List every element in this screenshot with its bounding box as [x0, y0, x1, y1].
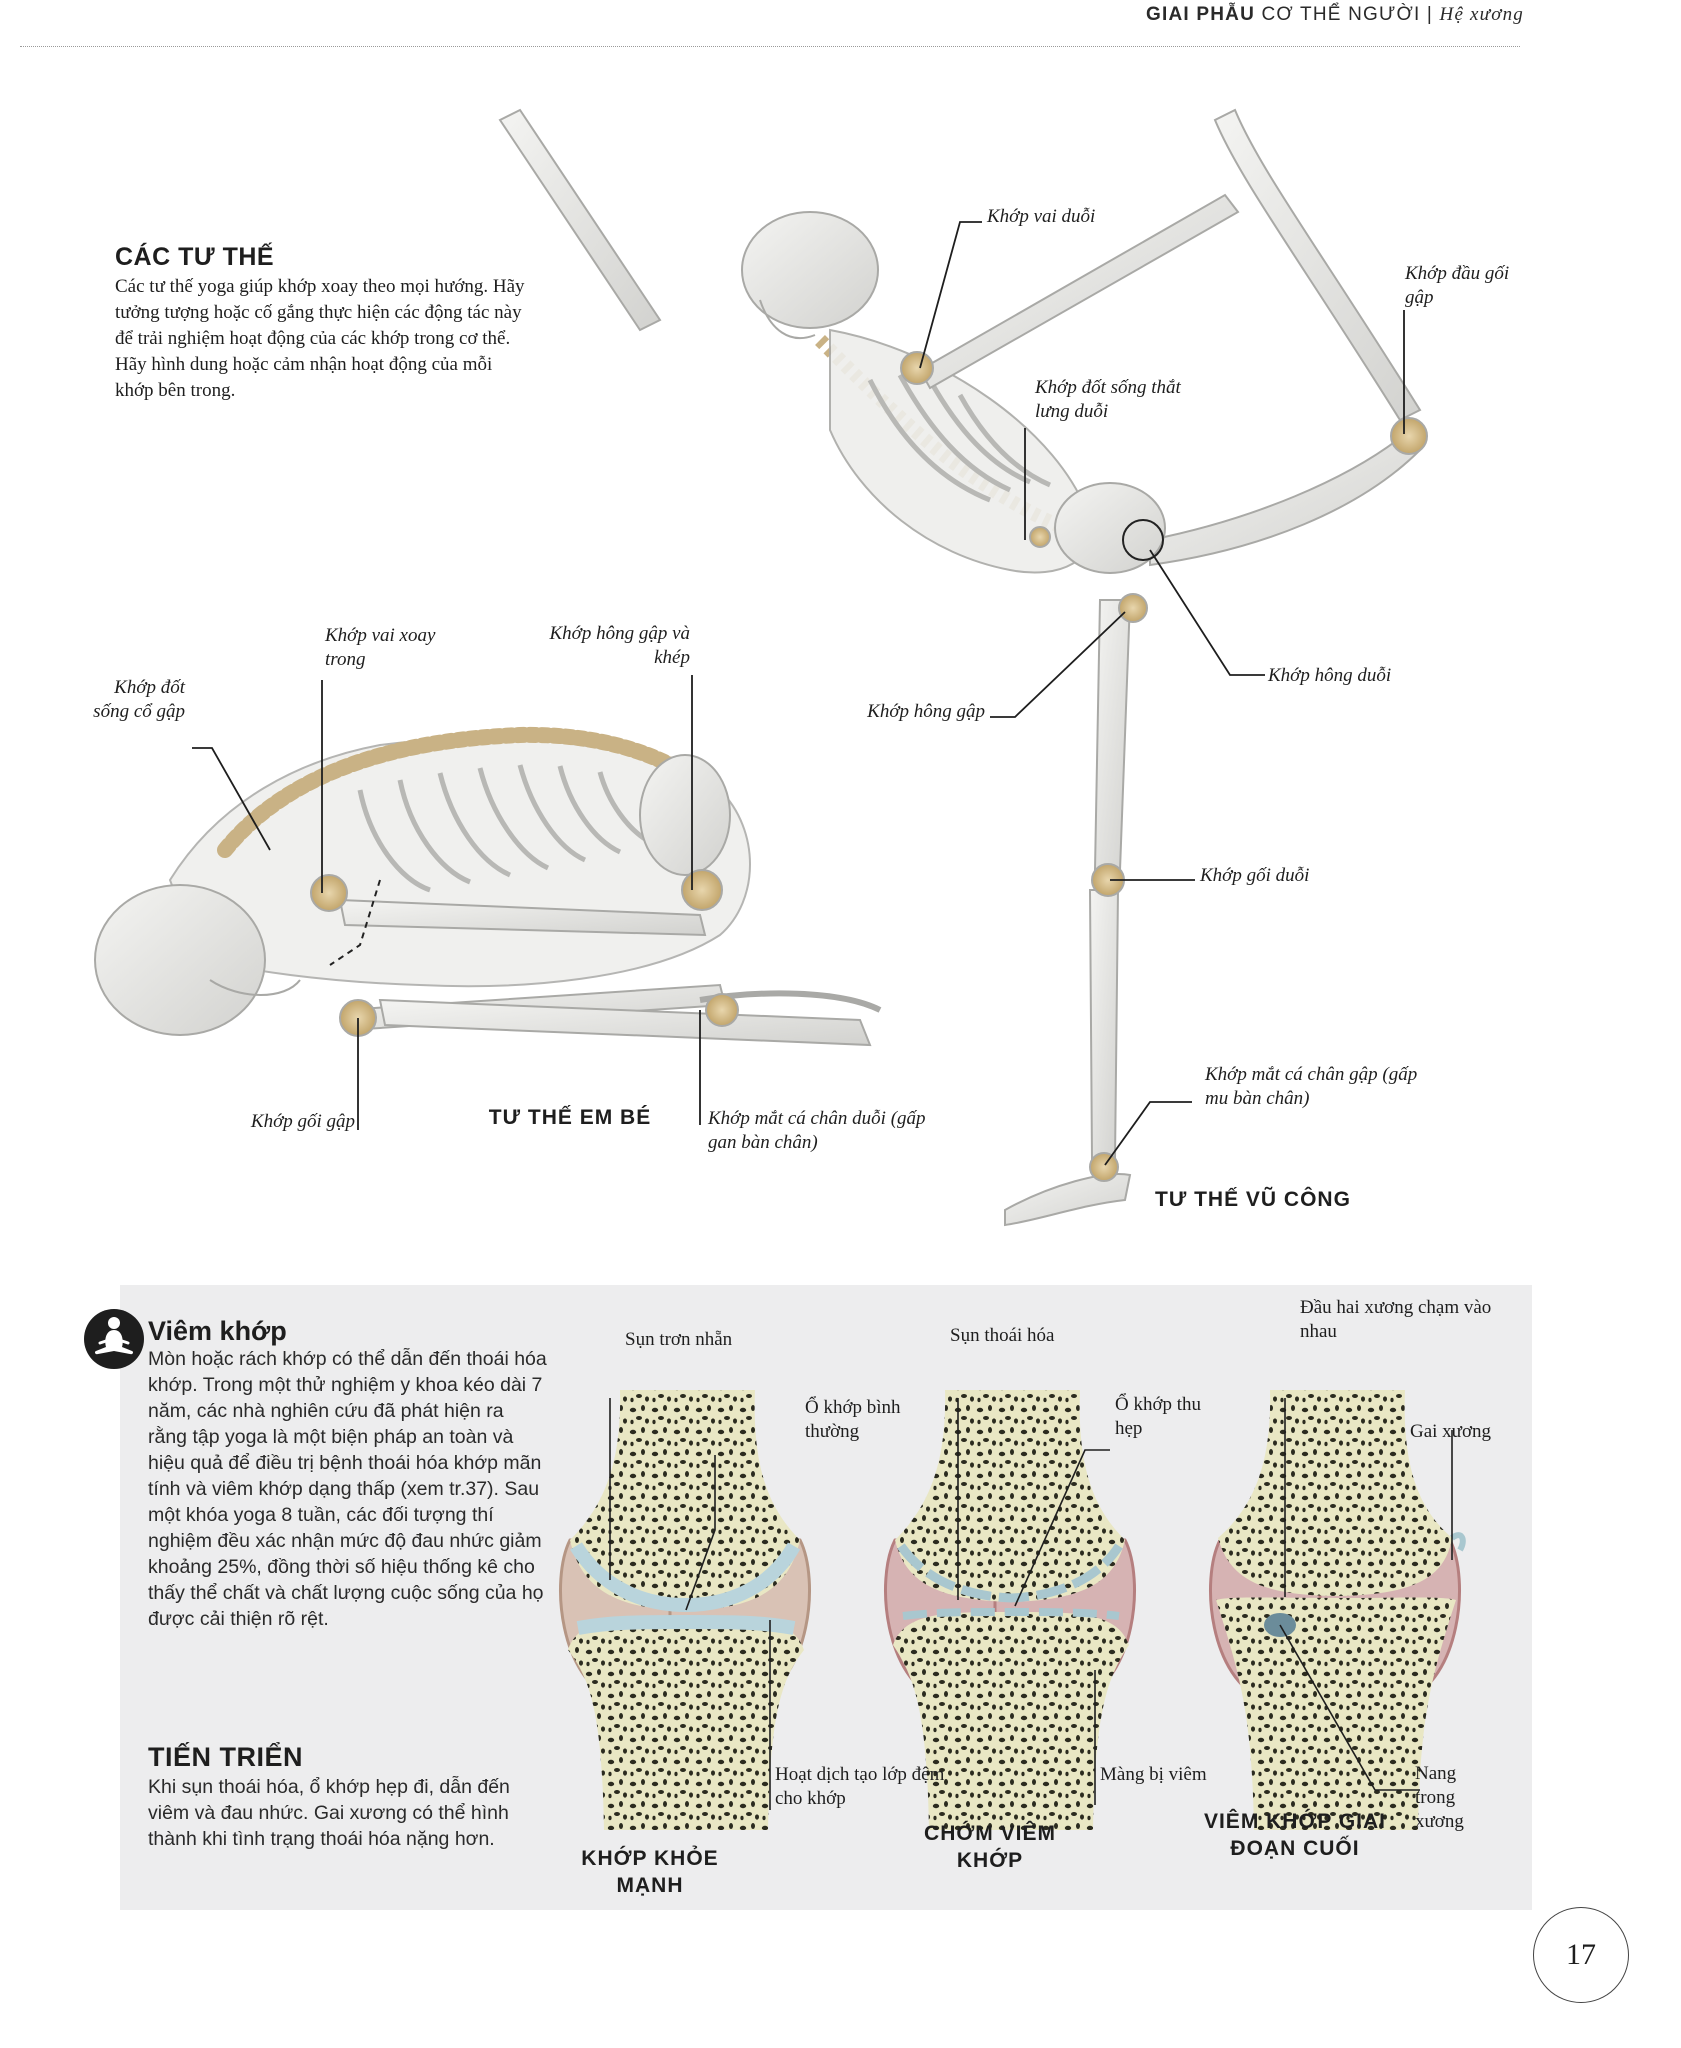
header-book-subtitle: CƠ THỂ NGƯỜI — [1261, 4, 1421, 25]
label-knee-flexion: Khớp gối gập — [250, 1111, 355, 1132]
label-lumbar-extension: Khớp đốt sống thắt lưng duỗi — [1035, 377, 1181, 422]
postures-body: Các tư thế yoga giúp khớp xoay theo mọi … — [115, 276, 525, 401]
label-shoulder-internal-rotation: Khớp vai xoay trong — [325, 625, 436, 670]
postures-title: CÁC TƯ THẾ — [115, 243, 275, 271]
label-knee-extension: Khớp gối duỗi — [1200, 865, 1310, 886]
label-ankle-plantarflexion: Khớp mắt cá chân duỗi (gấp gan bàn chân) — [708, 1108, 926, 1153]
label-degenerated-cartilage: Sụn thoái hóa — [950, 1325, 1055, 1346]
label-synovial-fluid: Hoạt dịch tạo lớp đệm cho khớp — [775, 1764, 945, 1809]
label-hip-flexion-adduction: Khớp hông gập và khép — [549, 623, 691, 668]
label-ankle-dorsiflexion: Khớp mắt cá chân gập (gấp mu bàn chân) — [1205, 1064, 1418, 1109]
caption-early-arthritis: CHỚM VIÊM KHỚP — [924, 1822, 1056, 1872]
dancer-pose-skeleton — [498, 108, 1428, 1227]
page-number: 17 — [1533, 1907, 1629, 2003]
label-inflamed-membrane: Màng bị viêm — [1100, 1764, 1207, 1785]
progression-body: Khi sụn thoái hóa, ổ khớp hẹp đi, dẫn đế… — [148, 1776, 510, 1850]
arthritis-title: Viêm khớp — [148, 1316, 287, 1346]
postures-intro: CÁC TƯ THẾ Các tư thế yoga giúp khớp xoa… — [115, 243, 525, 404]
label-knee-flexion-lifted: Khớp đầu gối gập — [1405, 263, 1510, 308]
label-smooth-cartilage: Sụn trơn nhẵn — [625, 1329, 733, 1350]
label-normal-joint-space: Ổ khớp bình thường — [805, 1397, 901, 1442]
label-narrowed-joint-space: Ổ khớp thu hẹp — [1115, 1394, 1202, 1439]
arthritis-text-block: Viêm khớp Mòn hoặc rách khớp có thể dẫn … — [148, 1316, 548, 1632]
header-chapter: Hệ xương — [1439, 4, 1524, 25]
meditation-icon — [84, 1309, 144, 1369]
child-pose-skeleton — [94, 726, 882, 1047]
healthy-joint-diagram — [559, 1390, 811, 1830]
joint-diagrams — [559, 1390, 1466, 1830]
label-hip-flexion: Khớp hông gập — [867, 701, 985, 722]
header-rule — [20, 46, 1520, 47]
arthritis-body: Mòn hoặc rách khớp có thể dẫn đến thoái … — [148, 1348, 547, 1630]
late-arthritis-diagram — [1209, 1390, 1466, 1830]
caption-late-arthritis: VIÊM KHỚP GIAI ĐOẠN CUỐI — [1203, 1810, 1387, 1860]
child-pose-caption: TƯ THẾ EM BÉ — [488, 1106, 652, 1129]
running-header: GIAI PHẪU CƠ THỂ NGƯỜI | Hệ xương — [1146, 4, 1524, 25]
label-bone-spur: Gai xương — [1410, 1421, 1492, 1442]
caption-healthy-joint: KHỚP KHỎE MẠNH — [581, 1847, 719, 1897]
label-hip-extension: Khớp hông duỗi — [1268, 665, 1392, 686]
progression-title: TIẾN TRIỂN — [148, 1742, 304, 1772]
dancer-pose-caption: TƯ THẾ VŨ CÔNG — [1155, 1188, 1351, 1211]
label-bones-touching: Đầu hai xương chạm vào nhau — [1300, 1297, 1492, 1342]
early-arthritis-diagram — [884, 1390, 1136, 1830]
joint-leader-lines — [609, 1398, 1453, 1810]
progression-text-block: TIẾN TRIỂN Khi sụn thoái hóa, ổ khớp hẹp… — [148, 1740, 528, 1852]
label-shoulder-extension: Khớp vai duỗi — [987, 206, 1096, 227]
yoga-skeleton-illustrations — [94, 108, 1428, 1227]
label-neck-flexion: Khớp đốt sống cổ gập — [93, 677, 185, 722]
posture-leader-lines — [192, 221, 1405, 1166]
header-book-title: GIAI PHẪU — [1146, 4, 1256, 25]
label-bone-cyst: Nang trong xương — [1415, 1763, 1464, 1832]
